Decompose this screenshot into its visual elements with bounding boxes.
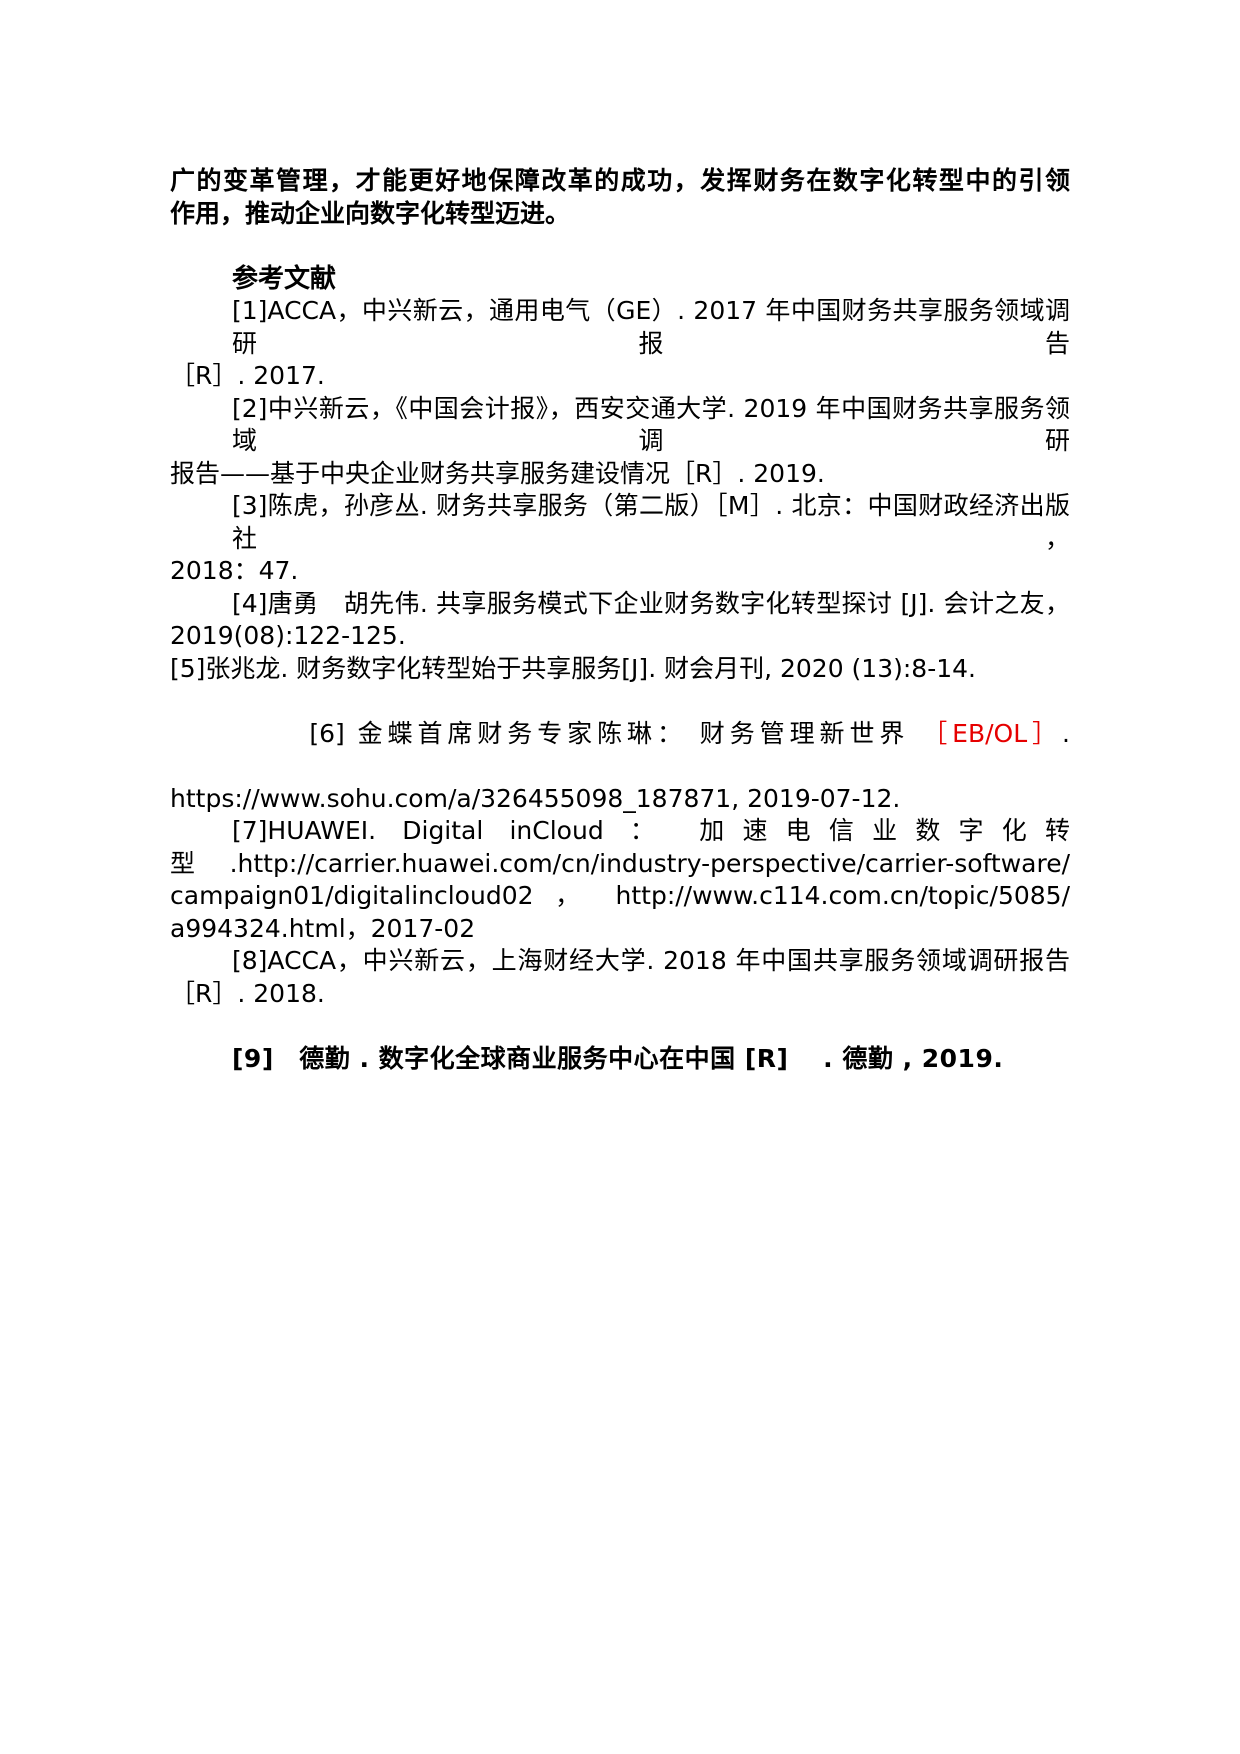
reference-text: . (1062, 718, 1070, 748)
reference-line: 2019(08):122-125. (170, 621, 406, 650)
reference-line: [5]张兆龙. 财务数字化转型始于共享服务[J]. 财会月刊, 2020 (13… (170, 653, 976, 683)
reference-line: [4]唐勇 胡先伟. 共享服务模式下企业财务数字化转型探讨 [J]. 会计之友， (232, 588, 1070, 618)
reference-line: 2018：47. (170, 556, 299, 585)
reference-item-8: [8]ACCA，中兴新云，上海财经大学. 2018 年中国共享服务领域调研报告 … (170, 945, 1070, 1010)
intro-paragraph: 广的变革管理，才能更好地保障改革的成功，发挥财务在数字化转型中的引领 作用，推动… (170, 165, 1070, 230)
reference-item-6: [6] 金蝶首席财务专家陈琳： 财务管理新世界 ［EB/OL］. https:/… (170, 685, 1070, 815)
reference-line: [3]陈虎，孙彦丛. 财务共享服务（第二版）［M］. 北京：中国财政经济出版社， (232, 491, 1070, 553)
reference-line: ［R］. 2017. (170, 361, 325, 390)
reference-url: a994324.html，2017-02 (170, 913, 476, 943)
reference-url: campaign01/digitalincloud02 ， http://www… (170, 881, 1070, 910)
reference-item-4: [4]唐勇 胡先伟. 共享服务模式下企业财务数字化转型探讨 [J]. 会计之友，… (170, 588, 1070, 653)
reference-item-3: [3]陈虎，孙彦丛. 财务共享服务（第二版）［M］. 北京：中国财政经济出版社，… (170, 490, 1070, 588)
reference-item-7: [7]HUAWEI. Digital inCloud ： 加速电信业数字化转 型… (170, 815, 1070, 945)
reference-line: [7]HUAWEI. Digital inCloud ： 加速电信业数字化转 (232, 816, 1070, 845)
reference-line: [2]中兴新云，《中国会计报》，西安交通大学. 2019 年中国财务共享服务领域… (232, 393, 1070, 456)
reference-line: [1]ACCA，中兴新云，通用电气（GE）. 2017 年中国财务共享服务领域调… (232, 296, 1070, 358)
reference-line: [6] 金蝶首席财务专家陈琳： 财务管理新世界 ［EB/OL］. (170, 685, 1070, 783)
intro-line-1: 广的变革管理，才能更好地保障改革的成功，发挥财务在数字化转型中的引领 (170, 166, 1070, 195)
references-heading: 参考文献 (232, 263, 337, 294)
reference-text: [6] 金蝶首席财务专家陈琳： 财务管理新世界 (309, 718, 923, 748)
reference-line: ［R］. 2018. (170, 978, 325, 1008)
citation-type-tag: ［EB/OL］ (922, 718, 1063, 748)
reference-item-1: [1]ACCA，中兴新云，通用电气（GE）. 2017 年中国财务共享服务领域调… (170, 295, 1070, 393)
reference-item-2: [2]中兴新云，《中国会计报》，西安交通大学. 2019 年中国财务共享服务领域… (170, 393, 1070, 491)
reference-url: 型 .http://carrier.huawei.com/cn/industry… (170, 848, 1070, 878)
reference-item-5: [5]张兆龙. 财务数字化转型始于共享服务[J]. 财会月刊, 2020 (13… (170, 653, 1070, 686)
reference-line: [9] 德勤 . 数字化全球商业服务中心在中国 [R] . 德勤 , 2019. (232, 1043, 1004, 1073)
reference-line: 报告——基于中央企业财务共享服务建设情况［R］. 2019. (170, 458, 825, 488)
intro-line-2: 作用，推动企业向数字化转型迈进。 (170, 198, 571, 228)
document-page-content: 广的变革管理，才能更好地保障改革的成功，发挥财务在数字化转型中的引领 作用，推动… (170, 165, 1070, 1075)
reference-url: https://www.sohu.com/a/326455098_187871,… (170, 783, 901, 813)
reference-line: [8]ACCA，中兴新云，上海财经大学. 2018 年中国共享服务领域调研报告 (232, 946, 1070, 975)
reference-item-9: [9] 德勤 . 数字化全球商业服务中心在中国 [R] . 德勤 , 2019. (170, 1043, 1070, 1076)
